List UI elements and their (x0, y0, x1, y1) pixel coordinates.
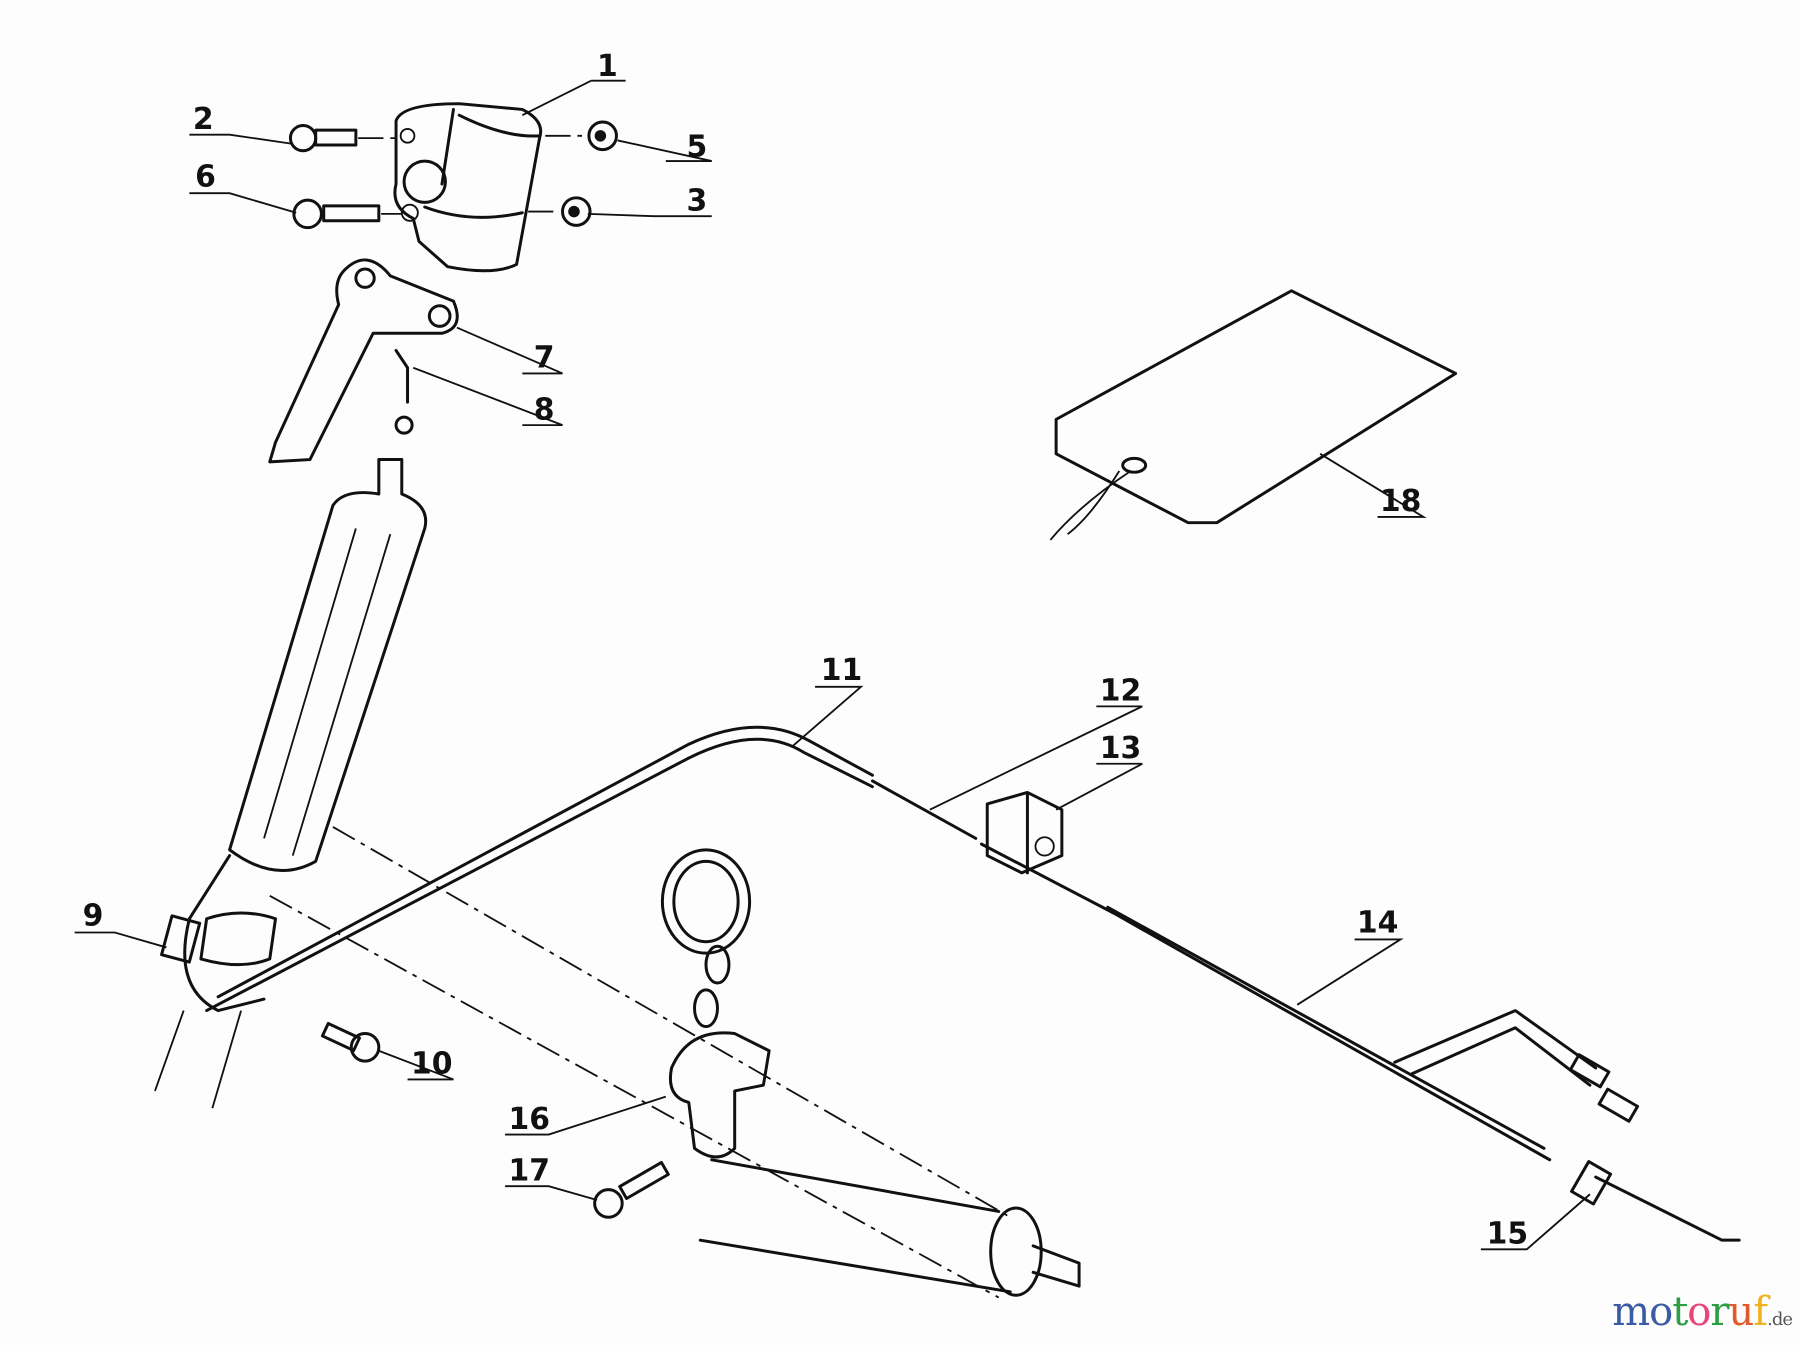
callouts (74, 79, 1591, 1251)
screw-10 (320, 1021, 381, 1063)
ring-clamp (660, 848, 771, 1159)
watermark-text: motoruf (1612, 1289, 1768, 1335)
watermark-letter: u (1728, 1289, 1755, 1335)
label-3: 3 (686, 183, 707, 218)
label-10: 10 (411, 1047, 453, 1082)
clamp-13 (985, 790, 1064, 875)
label-14: 14 (1357, 906, 1399, 941)
lever (268, 258, 459, 464)
watermark-letter: o (1649, 1289, 1673, 1335)
handle-grip (154, 458, 428, 1109)
label-2: 2 (193, 102, 214, 137)
fitting-15 (1570, 1160, 1613, 1206)
label-5: 5 (686, 129, 707, 164)
watermark-letter: o (1687, 1289, 1711, 1335)
watermark-suffix: .de (1767, 1309, 1793, 1330)
label-15: 15 (1487, 1217, 1529, 1252)
label-13: 13 (1100, 731, 1142, 766)
watermark-letter: m (1612, 1289, 1650, 1335)
nut-3 (561, 196, 592, 227)
tag (1049, 289, 1458, 541)
label-16: 16 (509, 1102, 551, 1137)
label-18: 18 (1380, 484, 1422, 519)
label-1: 1 (597, 49, 618, 84)
control-rod (205, 737, 874, 1013)
label-8: 8 (534, 392, 555, 427)
nut-5 (587, 120, 618, 152)
label-17: 17 (509, 1153, 551, 1188)
watermark-letter: r (1710, 1289, 1729, 1335)
label-9: 9 (83, 899, 104, 934)
label-12: 12 (1100, 674, 1142, 709)
bolt-2 (288, 124, 358, 153)
cable (870, 779, 1741, 1242)
cylinder (698, 1158, 1081, 1297)
watermark-letter: t (1672, 1289, 1688, 1335)
label-11: 11 (821, 653, 863, 688)
screw-17 (593, 1160, 670, 1219)
control-housing (393, 102, 543, 273)
label-6: 6 (195, 159, 216, 194)
bolt-6 (292, 198, 381, 230)
label-7: 7 (534, 341, 555, 376)
watermark-logo: motoruf.de (1612, 1289, 1793, 1335)
watermark-letter: f (1753, 1289, 1768, 1335)
